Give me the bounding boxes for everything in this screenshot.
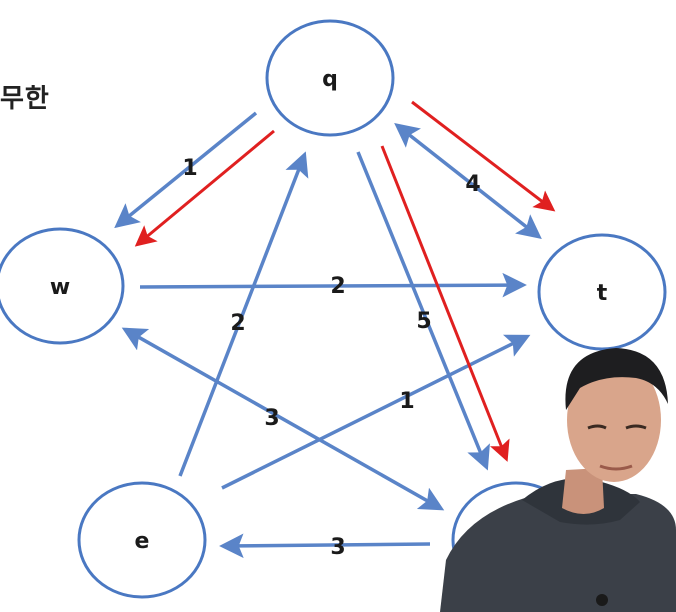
edge-w-t [139,272,527,298]
edge-red-q-r [380,145,510,462]
edge-q-t [394,122,542,240]
presenter-video-overlay [440,348,676,612]
edge-red-q-t [411,100,556,212]
edge-label-e-q: 2 [230,311,245,336]
edge-label-q-w: 1 [182,156,197,181]
node-label-t: t [597,281,608,306]
node-label-e: e [135,529,150,554]
node-w: w [0,227,125,345]
edge-r-w [121,327,445,511]
edge-label-e-t: 1 [399,389,414,414]
edge-label-w-t: 2 [330,274,345,299]
red-edges [134,100,556,462]
node-label-w: w [50,275,70,300]
edge-q-w [114,111,258,229]
edge-label-r-e: 3 [330,535,345,560]
edge-r-e [219,533,431,559]
heading-fragment: 무한 [0,84,50,114]
node-t: t [537,233,667,351]
node-label-q: q [322,67,338,92]
node-e: e [77,481,207,599]
edge-label-q-t: 4 [465,172,480,197]
node-q: q [265,19,395,137]
edge-label-r-w: 3 [264,406,279,431]
edge-q-r [356,151,490,471]
edge-label-q-r: 5 [416,309,431,334]
edge-red-q-w [134,129,275,247]
blue-edges [114,111,542,559]
